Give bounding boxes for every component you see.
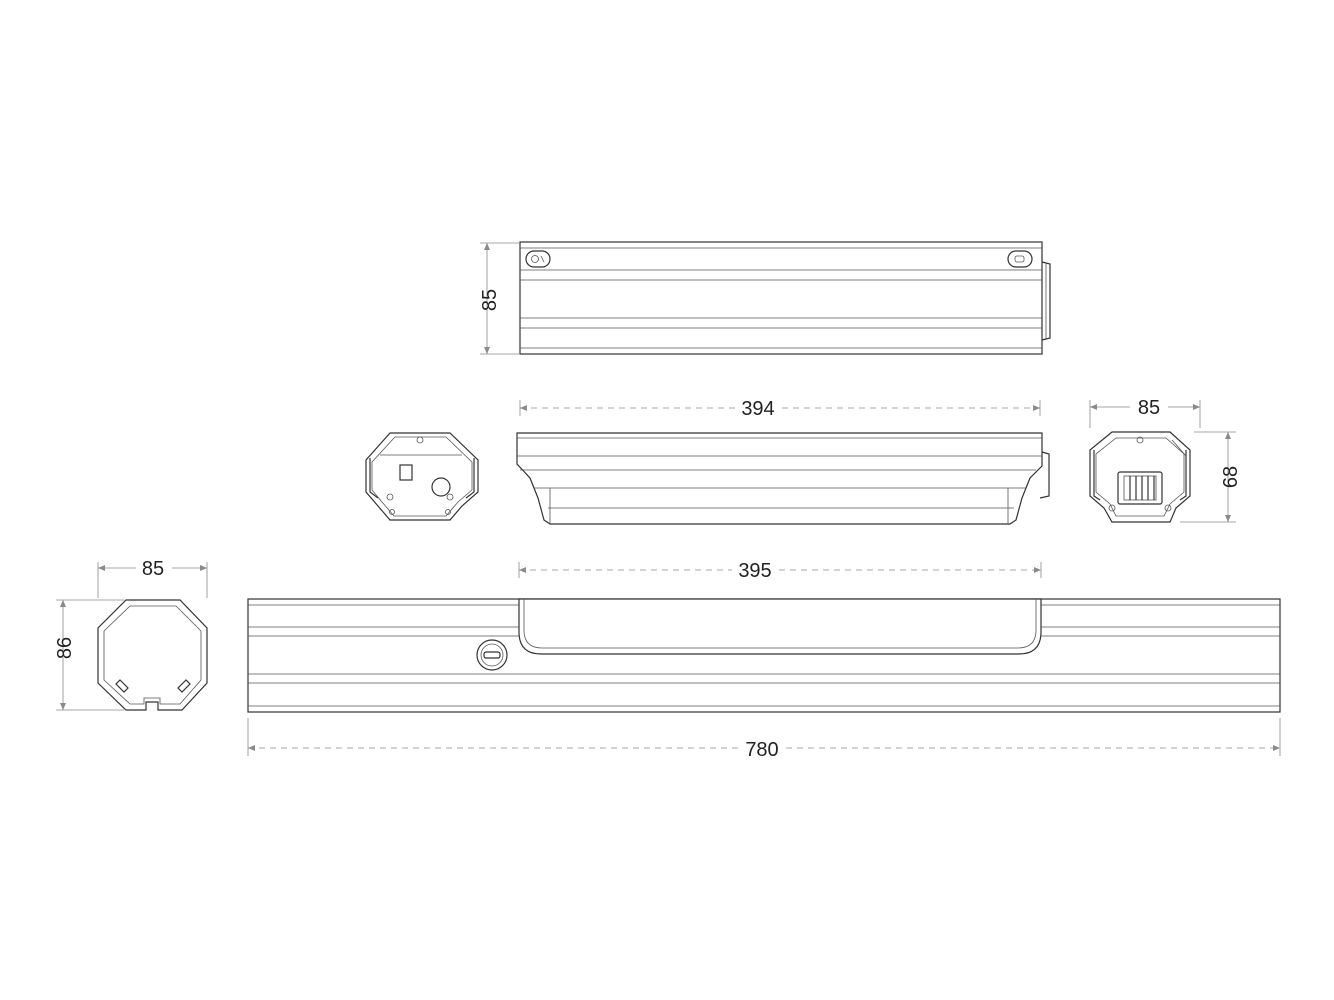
dimension-profile-width: [97, 562, 208, 598]
dimension-label-profile-width: 85: [142, 558, 164, 580]
dimension-connector-end-height: [1180, 431, 1236, 523]
rail-long-view: 395 780: [247, 560, 1281, 761]
dimension-label-top-height: 85: [479, 289, 501, 311]
dimension-label-cover-length: 395: [738, 560, 771, 582]
dimension-label-end-width: 85: [1138, 397, 1160, 419]
lock-cylinder-icon: [476, 639, 508, 671]
battery-top-view: 85: [479, 241, 1051, 355]
rail-profile-cross-section: 85 86: [54, 558, 208, 711]
battery-side-view: 394: [516, 398, 1050, 525]
battery-rear-end-view: [365, 432, 479, 521]
dimension-connector-end-width: [1089, 400, 1201, 428]
battery-connector-end-view: 85 68: [1089, 397, 1242, 523]
dimension-label-profile-height: 86: [54, 637, 76, 659]
lock-button-icon: [525, 250, 551, 268]
dimension-profile-height: [56, 599, 124, 711]
dimension-top-view-height: [480, 242, 520, 355]
power-button-icon: [1007, 250, 1033, 268]
dimension-label-end-height: 68: [1220, 466, 1242, 488]
dimension-rail-total-length: [247, 718, 1281, 756]
connector-pins-icon: [1117, 471, 1163, 505]
dimension-side-view-length: [519, 400, 1041, 416]
dimension-rail-cover-length: [518, 562, 1042, 578]
dimension-label-total-length: 780: [745, 739, 778, 761]
dimension-label-side-length: 394: [741, 398, 774, 420]
